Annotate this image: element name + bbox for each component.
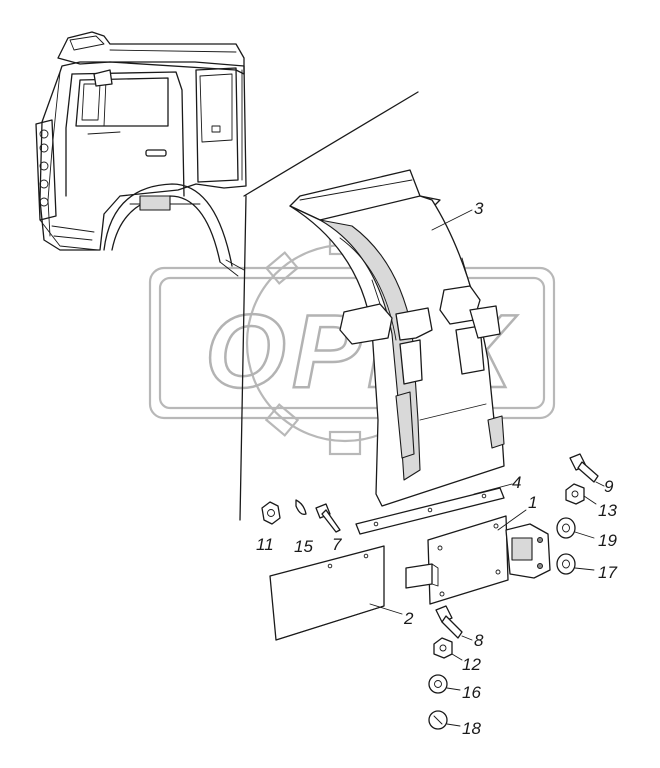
cutaway-lines	[239, 91, 419, 521]
callout-4: 4	[512, 473, 521, 492]
part-8-bolt	[435, 605, 463, 639]
callout-labels: 3 4 1 2 9 13 19 17 11 15 7 8 12 16 18	[256, 199, 617, 738]
part-3-mudguard	[289, 169, 505, 507]
part-9-bolt	[569, 453, 599, 483]
part-19-washer	[556, 517, 576, 539]
callout-11: 11	[256, 535, 274, 554]
callout-9: 9	[604, 477, 614, 496]
callout-18: 18	[462, 719, 481, 738]
callout-19: 19	[598, 531, 617, 550]
callout-15: 15	[294, 537, 313, 556]
callout-12: 12	[462, 655, 481, 674]
fasteners	[261, 453, 599, 730]
part-4-strip	[355, 487, 505, 535]
part-7-bolt	[315, 503, 341, 533]
truck-cab-illustration	[35, 31, 247, 277]
part-17-washer	[556, 553, 576, 575]
callout-16: 16	[462, 683, 481, 702]
callout-2: 2	[403, 609, 414, 628]
part-1-bracket	[405, 515, 551, 605]
callout-3: 3	[474, 199, 484, 218]
part-13-nut	[565, 483, 585, 505]
callout-1: 1	[528, 493, 537, 512]
callout-7: 7	[332, 535, 342, 554]
part-2-mud-flap	[269, 545, 385, 641]
callout-13: 13	[598, 501, 617, 520]
callout-17: 17	[598, 563, 617, 582]
part-18-washer	[428, 710, 448, 730]
part-12-nut	[433, 637, 453, 659]
part-16-washer	[428, 674, 448, 694]
callout-8: 8	[474, 631, 484, 650]
part-15-washer	[295, 499, 307, 515]
part-11-nut	[261, 501, 281, 525]
leader-lines	[369, 209, 605, 727]
